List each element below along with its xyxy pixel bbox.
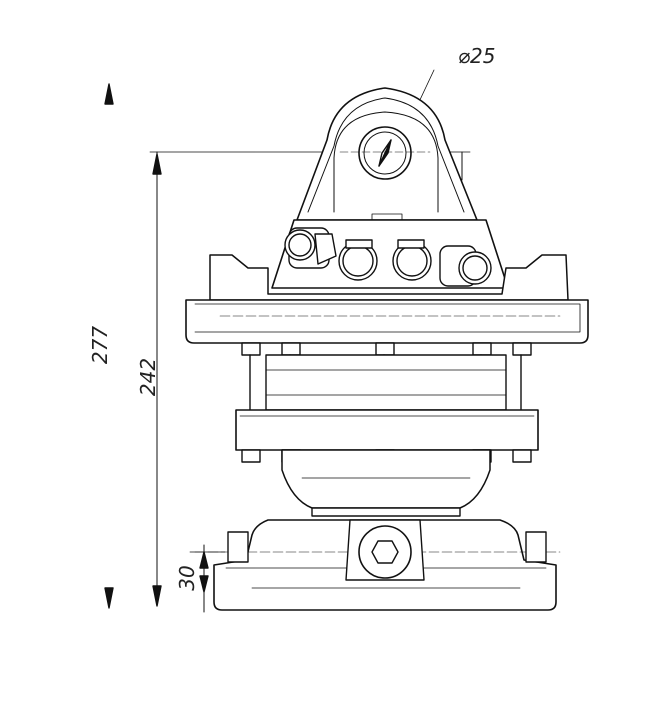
upper-flange: [185, 254, 589, 344]
diameter-label: ⌀25: [458, 46, 496, 66]
hydraulic-port-2: [338, 239, 378, 281]
motor-body: [265, 354, 507, 411]
rotor-hub: [281, 449, 491, 517]
hydraulic-port-4: [439, 245, 492, 287]
hydraulic-port-3: [392, 239, 432, 281]
body-height-label: 242: [136, 357, 160, 397]
center-hex-bolt: [345, 519, 425, 581]
middle-flange: [235, 409, 539, 463]
dimension-277-line: [104, 83, 114, 609]
port-manifold: [271, 219, 509, 289]
diameter-icon: ⌀: [458, 44, 471, 68]
lifting-eye: [296, 87, 478, 221]
overall-height-label: 277: [88, 325, 112, 365]
dimension-30-line: [189, 544, 226, 613]
hydraulic-port-1: [284, 227, 337, 269]
diameter-value: 25: [470, 44, 496, 68]
base-offset-label: 30: [175, 565, 199, 591]
